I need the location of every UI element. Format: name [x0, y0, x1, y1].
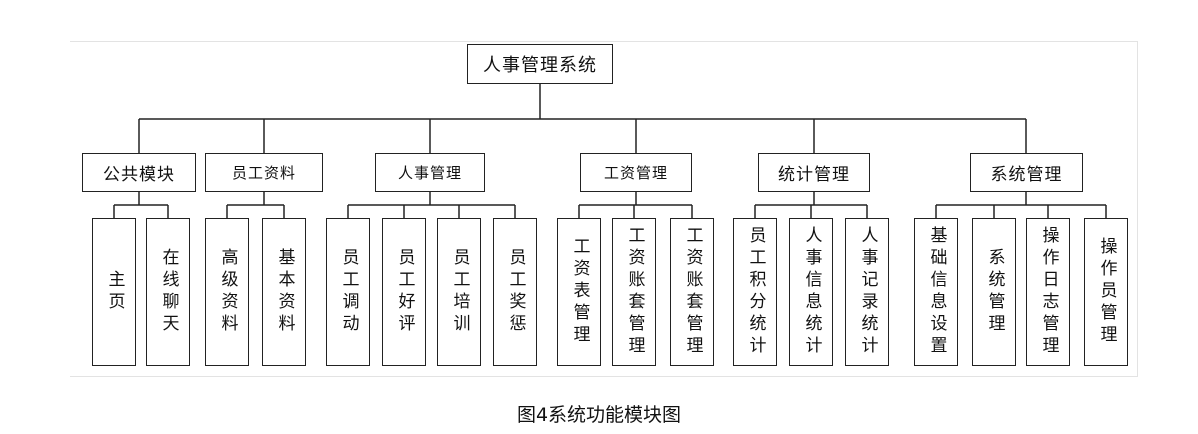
leaf-node-4-1: 人事信息统计 — [789, 218, 833, 366]
leaf-node-2-3: 员工奖惩 — [493, 218, 537, 366]
leaf-node-4-1-label: 人事信息统计 — [801, 226, 822, 358]
leaf-node-3-1: 工资账套管理 — [612, 218, 656, 366]
module-node-0-label: 公共模块 — [103, 165, 175, 185]
leaf-node-1-1-label: 基本资料 — [274, 248, 295, 336]
leaf-node-2-3-label: 员工奖惩 — [505, 248, 526, 336]
module-node-4-label: 统计管理 — [778, 165, 850, 185]
leaf-node-5-3: 操作员管理 — [1084, 218, 1128, 366]
leaf-node-5-0-label: 基础信息设置 — [926, 226, 947, 358]
root-node: 人事管理系统 — [467, 44, 613, 84]
leaf-node-4-0: 员工积分统计 — [733, 218, 777, 366]
leaf-node-3-0: 工资表管理 — [557, 218, 601, 366]
leaf-node-2-1: 员工好评 — [382, 218, 426, 366]
leaf-node-2-2: 员工培训 — [437, 218, 481, 366]
leaf-node-2-1-label: 员工好评 — [394, 248, 415, 336]
module-node-5-label: 系统管理 — [990, 165, 1063, 185]
leaf-node-3-2: 工资账套管理 — [670, 218, 714, 366]
figure-caption: 图4系统功能模块图 — [516, 404, 682, 426]
module-node-1: 员工资料 — [205, 153, 323, 192]
leaf-node-3-0-label: 工资表管理 — [569, 237, 590, 347]
leaf-node-4-2-label: 人事记录统计 — [857, 226, 878, 358]
leaf-node-2-0: 员工调动 — [326, 218, 370, 366]
module-node-0: 公共模块 — [82, 153, 196, 192]
leaf-node-3-1-label: 工资账套管理 — [624, 226, 645, 358]
module-node-2: 人事管理 — [375, 153, 485, 192]
leaf-node-0-0: 主页 — [92, 218, 136, 366]
leaf-node-2-2-label: 员工培训 — [449, 248, 470, 336]
module-node-1-label: 员工资料 — [231, 164, 296, 182]
leaf-node-5-1: 系统管理 — [972, 218, 1016, 366]
root-node-label: 人事管理系统 — [483, 55, 597, 76]
leaf-node-2-0-label: 员工调动 — [338, 248, 359, 336]
leaf-node-0-1-label: 在线聊天 — [158, 248, 179, 336]
leaf-node-1-0: 高级资料 — [205, 218, 249, 366]
leaf-node-0-1: 在线聊天 — [146, 218, 190, 366]
leaf-node-4-0-label: 员工积分统计 — [745, 226, 766, 358]
leaf-node-5-2-label: 操作日志管理 — [1038, 226, 1059, 358]
leaf-node-0-0-label: 主页 — [104, 270, 125, 314]
module-node-3-label: 工资管理 — [603, 164, 668, 182]
frame-right-line — [1137, 41, 1138, 377]
leaf-node-5-0: 基础信息设置 — [914, 218, 958, 366]
leaf-node-1-0-label: 高级资料 — [217, 248, 238, 336]
module-node-3: 工资管理 — [580, 153, 692, 192]
module-node-5: 系统管理 — [970, 153, 1083, 192]
frame-bottom-line — [70, 376, 1138, 377]
frame-top-line — [70, 41, 1138, 42]
leaf-node-3-2-label: 工资账套管理 — [682, 226, 703, 358]
module-node-2-label: 人事管理 — [397, 164, 462, 182]
leaf-node-5-2: 操作日志管理 — [1026, 218, 1070, 366]
leaf-node-5-1-label: 系统管理 — [984, 248, 1005, 336]
leaf-node-4-2: 人事记录统计 — [845, 218, 889, 366]
module-node-4: 统计管理 — [758, 153, 870, 192]
leaf-node-5-3-label: 操作员管理 — [1096, 237, 1117, 347]
leaf-node-1-1: 基本资料 — [262, 218, 306, 366]
